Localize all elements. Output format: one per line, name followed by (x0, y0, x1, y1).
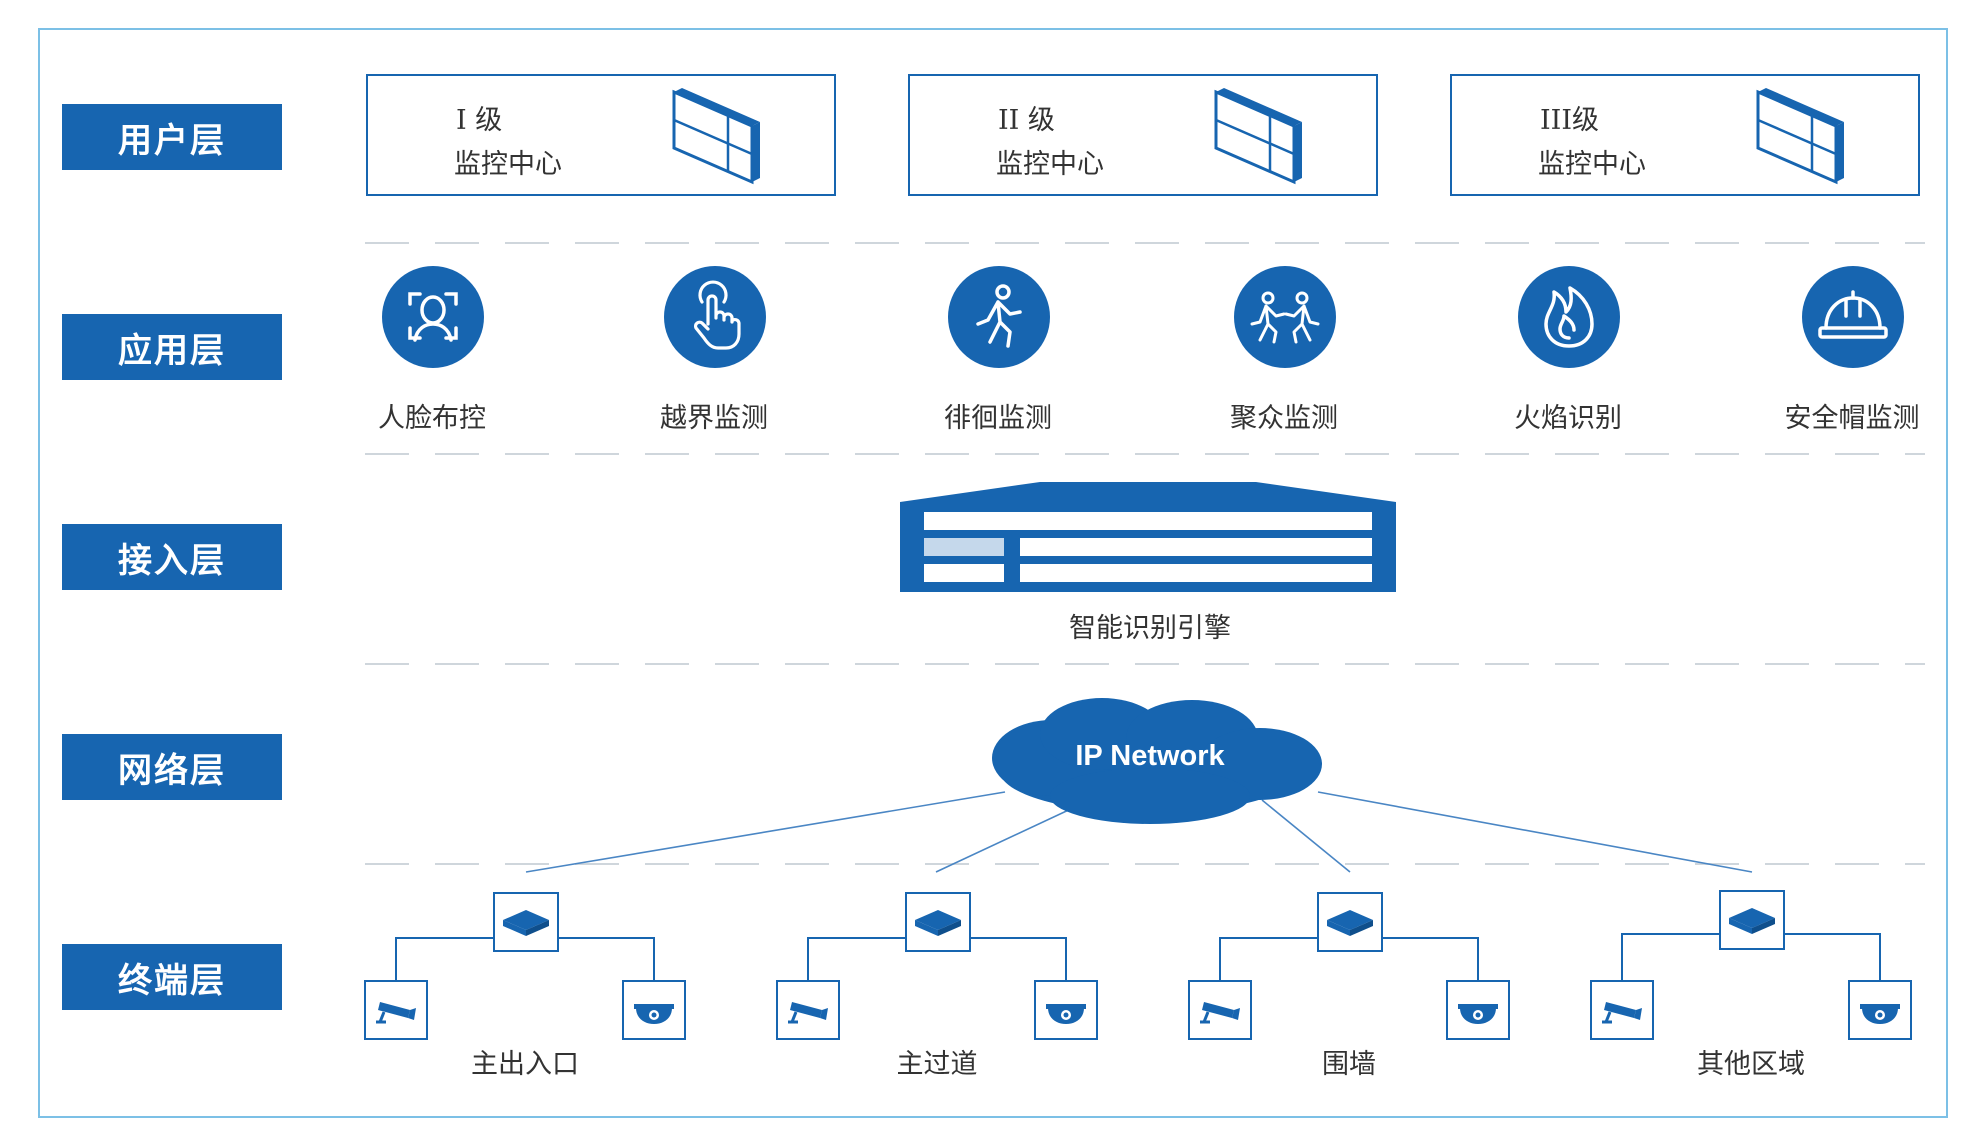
monitor-center-2: II 级 监控中心 (908, 74, 1378, 196)
flame-icon (1518, 266, 1620, 368)
layer-label-network: 网络层 (62, 734, 282, 800)
bullet-camera-icon (376, 1002, 416, 1024)
dome-camera (622, 980, 686, 1040)
bullet-camera (776, 980, 840, 1040)
layer-label-terminal: 终端层 (62, 944, 282, 1010)
app-boundary-crossing: 越界监测 (614, 266, 814, 436)
server-rack-icon (900, 482, 1396, 592)
switch-icon (1327, 910, 1373, 936)
dome-camera (1446, 980, 1510, 1040)
app-crowd: 聚众监测 (1184, 266, 1384, 436)
app-label: 火焰识别 (1514, 403, 1622, 434)
app-label: 人脸布控 (378, 403, 486, 434)
dome-camera-icon (1860, 1004, 1900, 1024)
network-link-3 (1261, 799, 1351, 873)
walking-person-icon (948, 266, 1050, 368)
layer-label-application: 应用层 (62, 314, 282, 380)
app-hard-hat: 安全帽监测 (1752, 266, 1952, 436)
bullet-camera-icon (1200, 1002, 1240, 1024)
app-label: 聚众监测 (1230, 403, 1338, 434)
monitor-center-name: 监控中心 (996, 149, 1104, 180)
bullet-camera (364, 980, 428, 1040)
area-label: 主过道 (896, 1049, 978, 1080)
monitor-center-1: I 级 监控中心 (366, 74, 836, 196)
layer-label-user: 用户层 (62, 104, 282, 170)
area-label: 其他区域 (1697, 1049, 1805, 1080)
switch-icon (1729, 908, 1775, 934)
network-link-4 (1317, 791, 1753, 873)
hard-hat-icon (1802, 266, 1904, 368)
monitor-center-level: I 级 (456, 105, 503, 136)
dome-camera-icon (1046, 1004, 1086, 1024)
cloud-icon (992, 698, 1322, 824)
dome-camera-icon (634, 1004, 674, 1024)
dome-camera (1034, 980, 1098, 1040)
layer-label-access: 接入层 (62, 524, 282, 590)
network-switch (493, 892, 559, 952)
area-label: 围墙 (1322, 1049, 1376, 1080)
video-wall-icon (1752, 86, 1862, 186)
area-label: 主出入口 (471, 1049, 579, 1080)
monitor-center-name: 监控中心 (1538, 149, 1646, 180)
bullet-camera (1188, 980, 1252, 1040)
dome-camera-icon (1458, 1004, 1498, 1024)
app-face-recognition: 人脸布控 (332, 266, 532, 436)
bullet-camera-icon (1602, 1002, 1642, 1024)
bullet-camera-icon (788, 1002, 828, 1024)
video-wall-icon (1210, 86, 1320, 186)
app-label: 安全帽监测 (1784, 403, 1920, 434)
engine-label: 智能识别引擎 (1069, 613, 1231, 644)
app-label: 徘徊监测 (944, 403, 1052, 434)
video-wall-icon (668, 86, 778, 186)
network-label: IP Network (1075, 740, 1225, 772)
network-switch (905, 892, 971, 952)
app-label: 越界监测 (660, 403, 768, 434)
dome-camera (1848, 980, 1912, 1040)
app-loitering: 徘徊监测 (898, 266, 1098, 436)
monitor-center-level: III级 (1540, 105, 1599, 136)
monitor-center-level: II 级 (998, 105, 1055, 136)
monitor-center-3: III级 监控中心 (1450, 74, 1920, 196)
network-switch (1719, 890, 1785, 950)
network-switch (1317, 892, 1383, 952)
hand-touch-icon (664, 266, 766, 368)
switch-icon (915, 910, 961, 936)
crowd-icon (1234, 266, 1336, 368)
switch-icon (503, 910, 549, 936)
face-recognition-icon (382, 266, 484, 368)
monitor-center-name: 监控中心 (454, 149, 562, 180)
network-link-2 (935, 799, 1091, 873)
diagram-frame (38, 28, 1948, 1118)
app-flame: 火焰识别 (1468, 266, 1668, 436)
bullet-camera (1590, 980, 1654, 1040)
network-link-1 (525, 791, 1006, 873)
